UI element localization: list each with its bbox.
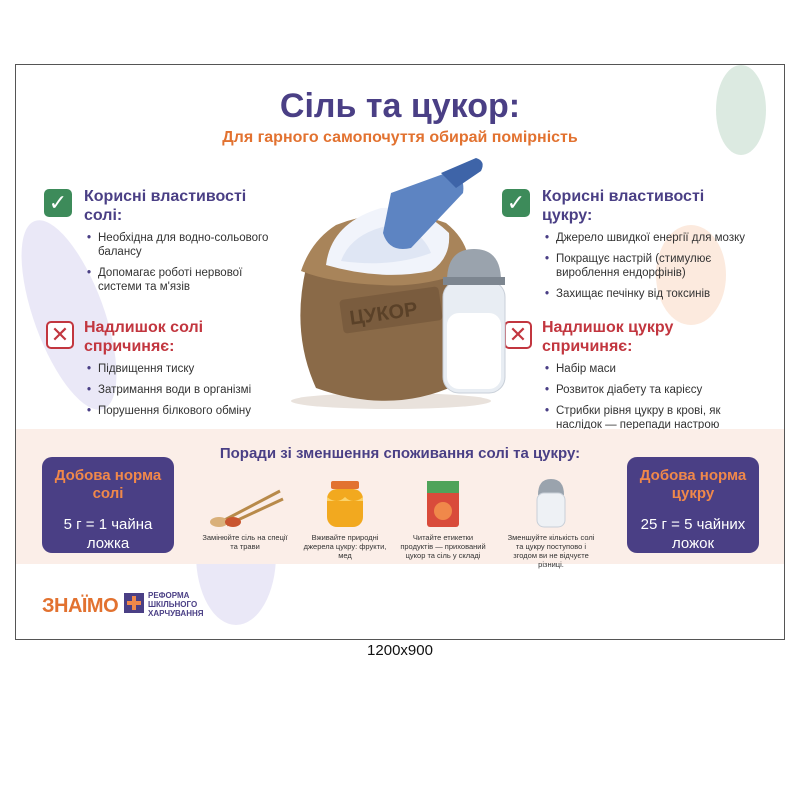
reform-logo-icon bbox=[124, 593, 144, 613]
tip-labels: Читайте етикетки продуктів — прихований … bbox=[398, 477, 488, 560]
list-item: Набір маси bbox=[545, 362, 757, 376]
list-item: Затримання води в організмі bbox=[87, 383, 284, 397]
norm-salt-value: 5 г = 1 чайна ложка bbox=[63, 516, 153, 552]
cross-icon: ✕ bbox=[46, 321, 74, 349]
list-item: Необхідна для водно-сольового балансу bbox=[87, 231, 284, 259]
list-item: Джерело швидкої енергії для мозку bbox=[545, 231, 752, 245]
norm-salt-title: Добова норма солі bbox=[54, 467, 162, 502]
salt-benefits-heading: Корисні властивості солі: bbox=[84, 188, 247, 224]
sugar-excess: Надлишок цукру спричиняє: Набір маси Роз… bbox=[542, 318, 757, 439]
sugar-sack-illustration: ЦУКОР bbox=[291, 158, 506, 409]
list-item: Підвищення тиску bbox=[87, 362, 284, 376]
tip-reduce: Зменшуйте кількість солі та цукру поступ… bbox=[506, 477, 596, 569]
reform-logo-text: РЕФОРМА ШКІЛЬНОГО ХАРЧУВАННЯ bbox=[148, 591, 204, 618]
tip-text: Зменшуйте кількість солі та цукру поступ… bbox=[507, 533, 595, 569]
check-icon: ✓ bbox=[502, 189, 530, 217]
cross-icon: ✕ bbox=[504, 321, 532, 349]
tip-text: Замінюйте сіль на спеції та трави bbox=[202, 533, 288, 551]
norm-sugar-title: Добова норма цукру bbox=[639, 467, 747, 502]
honey-jar-icon bbox=[327, 481, 363, 527]
salt-excess: Надлишок солі спричиняє: Підвищення тиск… bbox=[84, 318, 284, 425]
bg-leaf-shape bbox=[716, 65, 766, 155]
sugar-benefits-heading: Корисні властивості цукру: bbox=[542, 188, 705, 224]
list-item: Покращує настрій (стимулює вироблення ен… bbox=[545, 252, 752, 280]
check-icon: ✓ bbox=[44, 189, 72, 217]
list-item: Порушення білкового обміну bbox=[87, 404, 284, 418]
tip-text: Читайте етикетки продуктів — прихований … bbox=[400, 533, 486, 560]
image-size-caption: 1200x900 bbox=[367, 642, 433, 659]
norm-sugar-card: Добова норма цукру 25 г = 5 чайних ложок bbox=[627, 457, 759, 553]
poster: Сіль та цукор: Для гарного самопочуття о… bbox=[15, 64, 785, 640]
sugar-benefits: Корисні властивості цукру: Джерело швидк… bbox=[542, 187, 752, 308]
salt-benefits: Корисні властивості солі: Необхідна для … bbox=[84, 187, 284, 301]
sugar-excess-heading: Надлишок цукру спричиняє: bbox=[542, 319, 674, 355]
tip-text: Вживайте природні джерела цукру: фрукти,… bbox=[303, 533, 387, 560]
salt-excess-heading: Надлишок солі спричиняє: bbox=[84, 319, 204, 355]
znaimo-logo: ЗНАЇМО bbox=[42, 595, 119, 617]
page-subtitle: Для гарного самопочуття обирай помірніст… bbox=[222, 129, 578, 146]
salt-shaker-small-icon bbox=[536, 479, 566, 528]
tip-spices: Замінюйте сіль на спеції та трави bbox=[200, 477, 290, 551]
norm-sugar-value: 25 г = 5 чайних ложок bbox=[640, 516, 746, 552]
salt-shaker-icon bbox=[442, 249, 506, 394]
food-package-icon bbox=[427, 481, 459, 527]
list-item: Захищає печінку від токсинів bbox=[545, 287, 752, 301]
sack-label: ЦУКОР bbox=[339, 286, 443, 334]
list-item: Допомагає роботі нервової системи та м'я… bbox=[87, 266, 284, 294]
norm-salt-card: Добова норма солі 5 г = 1 чайна ложка bbox=[42, 457, 174, 553]
page-title: Сіль та цукор: bbox=[279, 87, 521, 125]
list-item: Розвиток діабету та карієсу bbox=[545, 383, 757, 397]
tips-title: Поради зі зменшення споживання солі та ц… bbox=[219, 445, 581, 462]
list-item: Стрибки рівня цукру в крові, як наслідок… bbox=[545, 404, 757, 432]
tip-honey: Вживайте природні джерела цукру: фрукти,… bbox=[300, 477, 390, 560]
spoons-icon bbox=[210, 489, 284, 527]
